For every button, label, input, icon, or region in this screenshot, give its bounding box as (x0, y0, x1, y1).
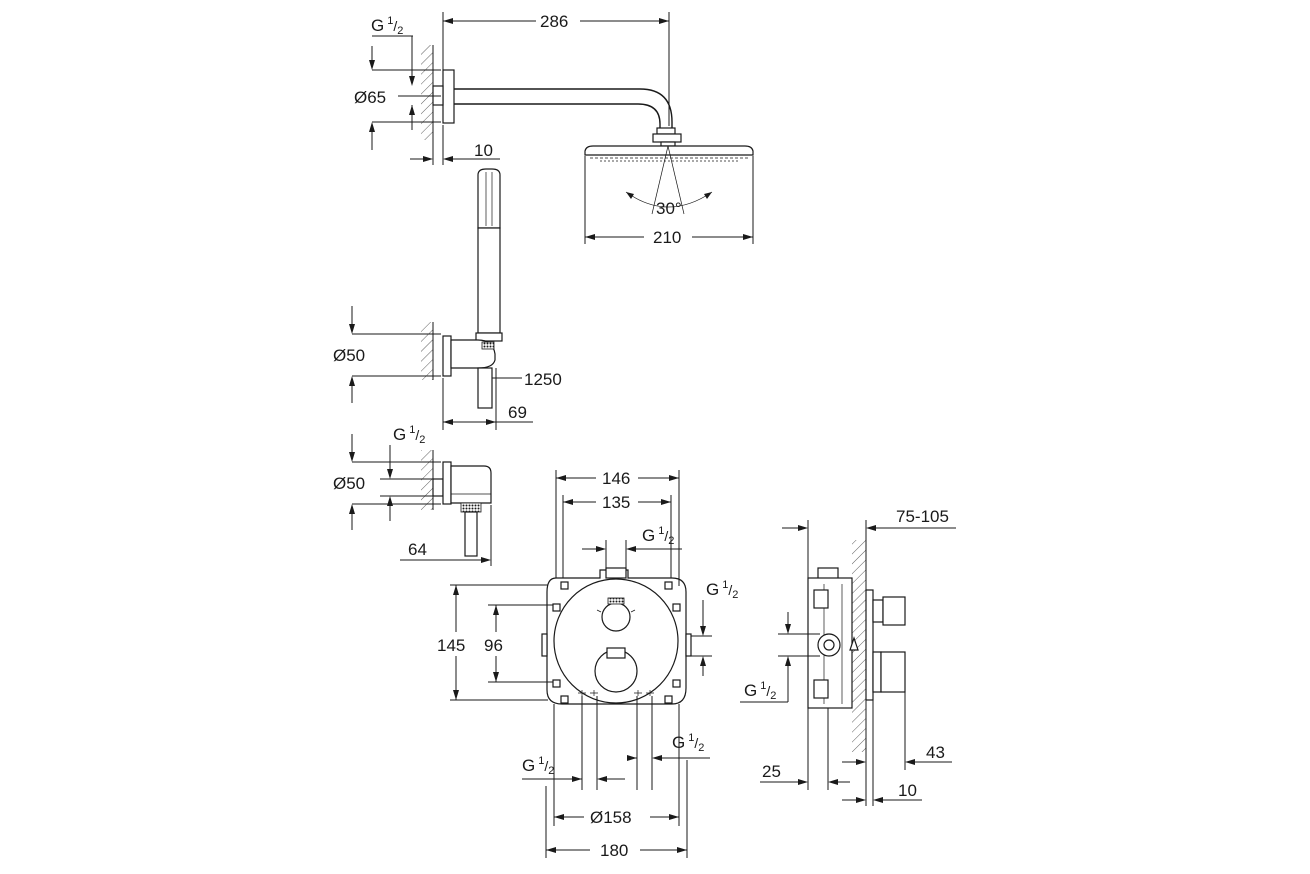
side-43-label: 43 (926, 743, 945, 762)
wall-elbow (450, 465, 492, 504)
hose-length-label: 1250 (524, 370, 562, 389)
hose (477, 367, 493, 409)
elbow-dia-label: Ø50 (333, 474, 365, 493)
box-width-outer-label: 146 (602, 469, 630, 488)
wall-flange (442, 69, 455, 124)
box-height-label: 145 (437, 636, 465, 655)
box-width-inner-label: 135 (602, 493, 630, 512)
wall-hatch (421, 45, 433, 140)
thermostat-knob-side (880, 651, 906, 693)
holder-dia-label: Ø50 (333, 346, 365, 365)
cover-dia-label: Ø158 (590, 808, 632, 827)
plate-width-label: 180 (600, 841, 628, 860)
holder-depth-label: 69 (508, 403, 527, 422)
diverter-knob-side (882, 596, 906, 626)
arm-length-label: 286 (540, 12, 568, 31)
install-depth-label: 75-105 (896, 507, 949, 526)
shower-arm (454, 88, 673, 128)
cover-plate (553, 578, 679, 704)
elbow-depth-label: 64 (408, 540, 427, 559)
hand-shower-view: Ø50 1250 69 (333, 168, 562, 430)
side-25-label: 25 (762, 762, 781, 781)
hand-shower-handle (477, 227, 501, 334)
box-height-inner-label: 96 (484, 636, 503, 655)
head-width-label: 210 (653, 228, 681, 247)
wall-gap-top-label: 10 (474, 141, 493, 160)
head-angle-label: 30° (656, 199, 682, 218)
shower-holder (442, 335, 452, 377)
hand-shower-head (477, 168, 501, 229)
diverter-knob (601, 602, 631, 632)
wall-elbow-flange (442, 461, 452, 505)
side-10-label: 10 (898, 781, 917, 800)
flange-dia-label: Ø65 (354, 88, 386, 107)
